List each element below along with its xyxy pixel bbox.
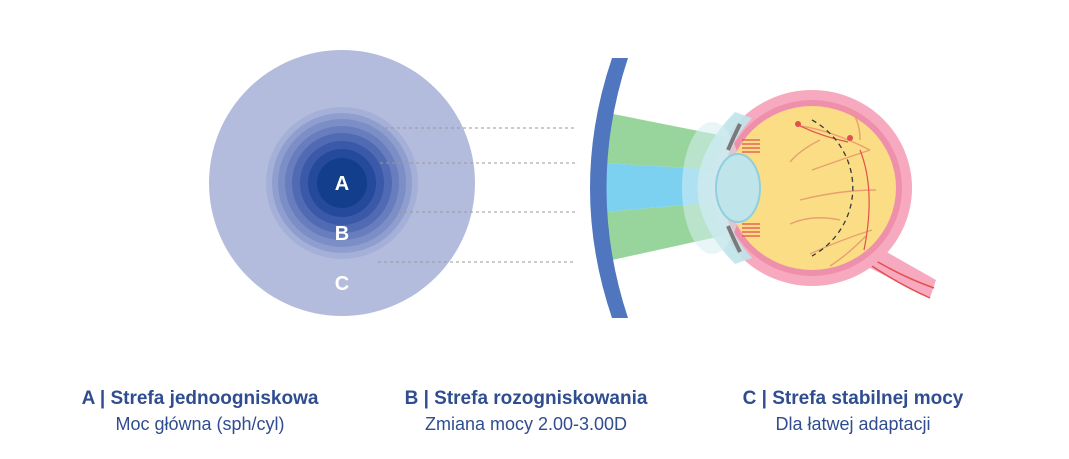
crystalline-lens	[715, 153, 761, 223]
ciliary-body-upper	[742, 139, 760, 153]
lens-side-profile	[590, 58, 628, 318]
legend-zone-b-subtitle: Zmiana mocy 2.00-3.00D	[424, 414, 628, 434]
legend-zone-a: A | Strefa jednoogniskowa Moc główna (sp…	[30, 386, 370, 436]
leader-lines	[378, 127, 575, 263]
zone-a-label: A	[335, 173, 349, 195]
legend-zone-c-subtitle: Dla łatwej adaptacji	[775, 414, 931, 434]
legend-zone-a-title: A | Strefa jednoogniskowa	[81, 388, 319, 409]
eye-cross-section	[682, 90, 936, 299]
vessel-dot-1	[795, 121, 801, 127]
legend-zone-a-subtitle: Moc główna (sph/cyl)	[115, 414, 285, 434]
optic-nerve	[866, 246, 936, 298]
lens-front-view: A B C	[209, 50, 475, 316]
anterior-chamber	[682, 122, 742, 254]
zone-a-circle	[317, 158, 367, 208]
retina-boundary	[811, 119, 854, 257]
legend-zone-c: C | Strefa stabilnej mocy Dla łatwej ada…	[683, 386, 1023, 436]
zone-c-label: C	[335, 273, 349, 295]
legend-zone-b-title: B | Strefa rozogniskowania	[404, 388, 648, 409]
legend-zone-b: B | Strefa rozogniskowania Zmiana mocy 2…	[356, 386, 696, 436]
zone-b-label: B	[335, 223, 349, 245]
legend-zone-c-title: C | Strefa stabilnej mocy	[742, 388, 964, 409]
vessel-dot-2	[847, 135, 853, 141]
ciliary-body-lower	[742, 223, 760, 237]
retina-fill	[728, 106, 896, 270]
iris-lower	[726, 225, 742, 253]
iris-upper	[726, 123, 742, 151]
lens-eye-diagram: A B C	[209, 50, 936, 318]
